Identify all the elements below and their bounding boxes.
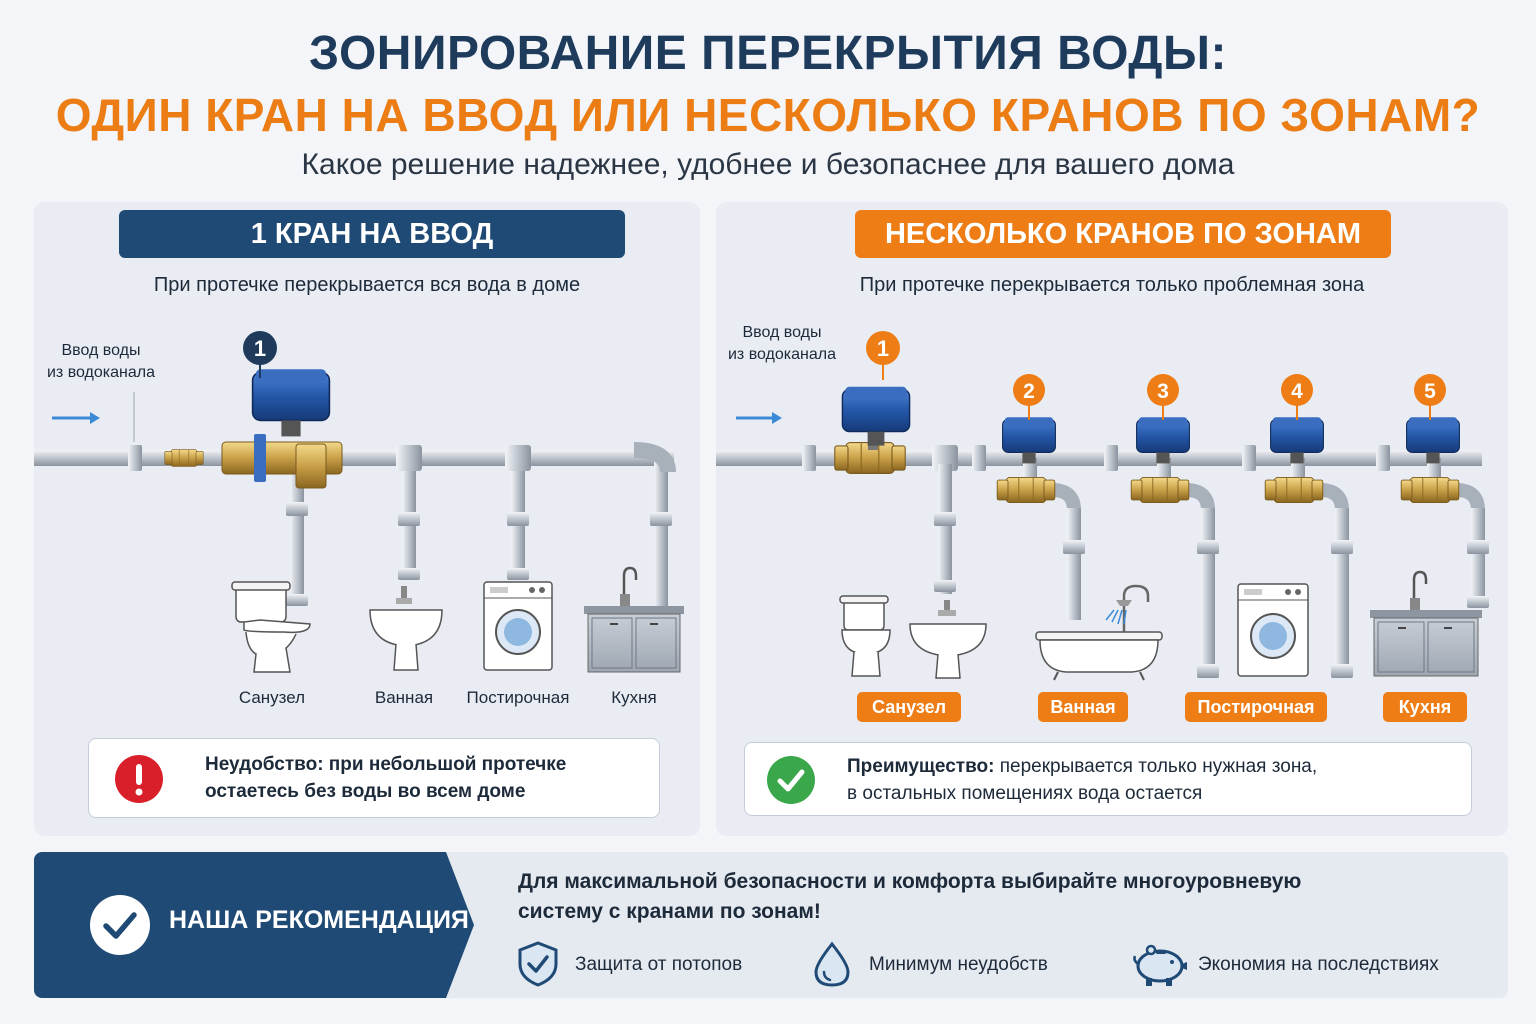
zone-tag-laundry: Постирочная <box>1185 692 1327 722</box>
main-valve <box>164 449 204 467</box>
inlet-label-line1: Ввод воды <box>61 342 141 359</box>
water-drop-icon <box>814 941 850 987</box>
svg-text:4: 4 <box>1291 380 1303 403</box>
recommendation-badge-bg <box>34 852 474 998</box>
single-valve-panel: 1 КРАН НА ВВОД При протечке перекрываетс… <box>34 202 700 836</box>
zone-tag-bathroom: Ванная <box>1038 692 1128 722</box>
page-subtitle: Какое решение надежнее, удобнее и безопа… <box>301 148 1235 181</box>
zone-valve-badge-5: 5 <box>1414 374 1446 420</box>
advantage-line1-rest: перекрывается только нужная зона, <box>994 756 1318 777</box>
kitchen-sink-icon <box>584 566 684 673</box>
page-title: ЗОНИРОВАНИЕ ПЕРЕКРЫТИЯ ВОДЫ: <box>309 27 1227 80</box>
zoned-water-inlet-label: Ввод воды из водоканала <box>722 322 842 366</box>
zone-branch-2 <box>996 416 1085 620</box>
zoned-kitchen-sink-icon <box>1370 570 1482 677</box>
main-valve-with-actuator <box>221 368 343 489</box>
single-valve-header: 1 КРАН НА ВВОД <box>119 210 625 258</box>
advantage-label: Преимущество: <box>847 756 995 777</box>
benefit-minimal-inconvenience: Минимум неудобств <box>869 954 1048 975</box>
warning-icon <box>115 755 163 803</box>
disadvantage-line1: Неудобство: при небольшой протечке <box>205 754 567 775</box>
page-title-question: ОДИН КРАН НА ВВОД ИЛИ НЕСКОЛЬКО КРАНОВ П… <box>55 89 1481 141</box>
svg-text:5: 5 <box>1424 380 1436 403</box>
zoned-valves-header: НЕСКОЛЬКО КРАНОВ ПО ЗОНАМ <box>855 210 1391 258</box>
shield-check-icon <box>518 941 558 987</box>
recommendation-check-icon <box>90 895 150 955</box>
benefit-savings: Экономия на последствиях <box>1198 954 1439 975</box>
advantage-note: Преимущество: перекрывается только нужна… <box>744 742 1472 816</box>
zone-tag-toilet: Санузел <box>857 692 961 722</box>
advantage-line2: в остальных помещениях вода остается <box>847 783 1203 804</box>
zoned-inlet-line2: из водоканала <box>727 346 837 363</box>
recommendation-banner: НАША РЕКОМЕНДАЦИЯ Для максимальной безоп… <box>34 852 1508 998</box>
zone-valve-badge-4: 4 <box>1281 374 1313 420</box>
recommendation-label: НАША РЕКОМЕНДАЦИЯ <box>169 906 469 934</box>
advantage-line1: Преимущество: перекрывается только нужна… <box>847 753 1317 780</box>
room-label-laundry: Постирочная <box>466 688 570 707</box>
single-valve-diagram: 1 <box>34 331 684 673</box>
washbasin-icon <box>369 586 443 671</box>
recommendation-line2: систему с кранами по зонам! <box>518 900 821 923</box>
zoned-main-valve <box>834 386 911 474</box>
recommendation-line1: Для максимальной безопасности и комфорта… <box>518 870 1302 893</box>
check-circle-icon <box>767 756 815 804</box>
advantage-text: Преимущество: перекрывается только нужна… <box>847 753 1317 807</box>
zone-valve-badge-2: 2 <box>1013 374 1045 420</box>
zone-branch-4 <box>1264 416 1353 678</box>
disadvantage-note: Неудобство: при небольшой протечке остае… <box>88 738 660 818</box>
inlet-arrow-icon <box>52 412 100 424</box>
zone-tag-kitchen: Кухня <box>1383 692 1467 722</box>
disadvantage-text: Неудобство: при небольшой протечке остае… <box>205 751 566 805</box>
svg-text:3: 3 <box>1157 380 1169 403</box>
svg-text:1: 1 <box>877 336 889 361</box>
zoned-inlet-arrow-icon <box>736 412 782 424</box>
benefit-flood-protection: Защита от потопов <box>575 954 743 975</box>
toilet-icon <box>231 581 311 673</box>
recommendation-text: Для максимальной безопасности и комфорта… <box>518 867 1418 927</box>
water-inlet-label: Ввод воды из водоканала <box>46 340 156 384</box>
zoned-inlet-line1: Ввод воды <box>742 324 822 341</box>
single-valve-description: При протечке перекрывается вся вода в до… <box>153 274 581 296</box>
valve-number-badge: 1 <box>243 331 277 378</box>
zone-branch-5 <box>1400 416 1489 608</box>
zoned-valves-panel: НЕСКОЛЬКО КРАНОВ ПО ЗОНАМ При протечке п… <box>716 202 1508 836</box>
zoned-washbasin-icon <box>909 600 987 679</box>
zoned-valves-diagram: 1 2 3 4 5 <box>716 331 1489 681</box>
zoned-toilet-icon <box>839 595 891 677</box>
zone-valve-badge-3: 3 <box>1147 374 1179 420</box>
svg-text:2: 2 <box>1023 380 1035 403</box>
zone-valve-badge-1: 1 <box>866 331 900 380</box>
piggy-bank-icon <box>1133 944 1187 986</box>
zoned-valves-description: При протечке перекрывается только пробле… <box>859 274 1365 296</box>
svg-text:1: 1 <box>254 336 266 361</box>
room-label-toilet: Санузел <box>238 688 306 707</box>
zone-branch-3 <box>1130 416 1219 678</box>
bathtub-icon <box>1035 584 1163 681</box>
room-label-bathroom: Ванная <box>374 688 434 707</box>
zoned-washing-machine-icon <box>1237 583 1309 677</box>
washing-machine-icon <box>483 581 553 671</box>
room-label-kitchen: Кухня <box>611 688 657 707</box>
inlet-label-line2: из водоканала <box>46 364 156 381</box>
disadvantage-line2: остаетесь без воды во всем доме <box>205 781 526 802</box>
